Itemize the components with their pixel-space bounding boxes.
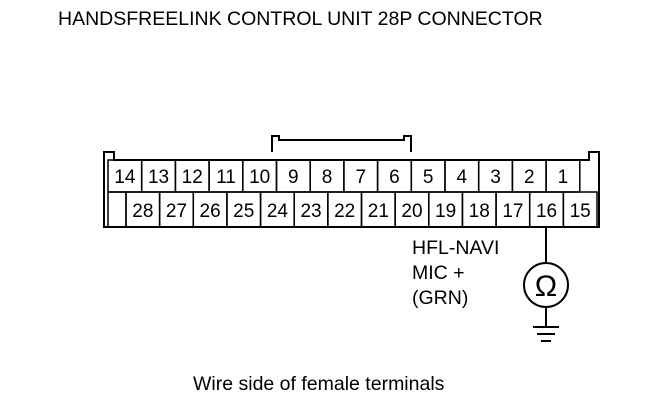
terminal-number: 8: [322, 167, 333, 188]
terminal-number: 9: [288, 167, 299, 188]
terminal-number: 25: [233, 201, 254, 222]
terminal-number: 2: [524, 167, 535, 188]
diagram-caption: Wire side of female terminals: [193, 373, 445, 395]
terminal-number: 12: [182, 167, 203, 188]
terminal-number: 6: [389, 167, 400, 188]
diagram-title: HANDSFREELINK CONTROL UNIT 28P CONNECTOR: [58, 8, 543, 30]
terminal-number: 22: [334, 201, 355, 222]
terminal-number: 27: [166, 201, 187, 222]
terminal-number: 21: [368, 201, 389, 222]
terminal-number: 5: [423, 167, 434, 188]
wire-label-line-2: MIC +: [412, 262, 465, 284]
terminal-number: 4: [457, 167, 468, 188]
terminal-number: 17: [502, 201, 523, 222]
wire-label-line-3: (GRN): [412, 287, 469, 309]
terminal-number: 15: [570, 201, 591, 222]
terminal-number: 1: [558, 167, 569, 188]
ohmmeter-icon: Ω: [523, 262, 569, 308]
terminal-number: 14: [114, 167, 136, 188]
terminal-number: 18: [469, 201, 490, 222]
terminal-number: 16: [536, 201, 557, 222]
terminal-number: 19: [435, 201, 456, 222]
terminal-number: 11: [216, 167, 236, 188]
terminal-number: 28: [132, 201, 153, 222]
connector-lock-tab: [271, 135, 412, 152]
terminal-number: 10: [249, 167, 270, 188]
terminal-cell: [562, 191, 598, 228]
terminal-number: 13: [148, 167, 169, 188]
terminal-blank-cell: [107, 191, 127, 228]
wire-label: HFL-NAVI MIC + (GRN): [412, 236, 499, 311]
terminal-number: 3: [490, 167, 501, 188]
ground-icon: [533, 326, 559, 342]
ohm-symbol: Ω: [535, 270, 557, 303]
terminal-number: 23: [300, 201, 321, 222]
terminal-number: 26: [200, 201, 221, 222]
wire-label-line-1: HFL-NAVI: [412, 237, 500, 259]
connector-housing: [103, 151, 600, 228]
terminal-number: 20: [401, 201, 422, 222]
terminal-number: 24: [267, 201, 289, 222]
terminal-number: 7: [355, 167, 366, 188]
